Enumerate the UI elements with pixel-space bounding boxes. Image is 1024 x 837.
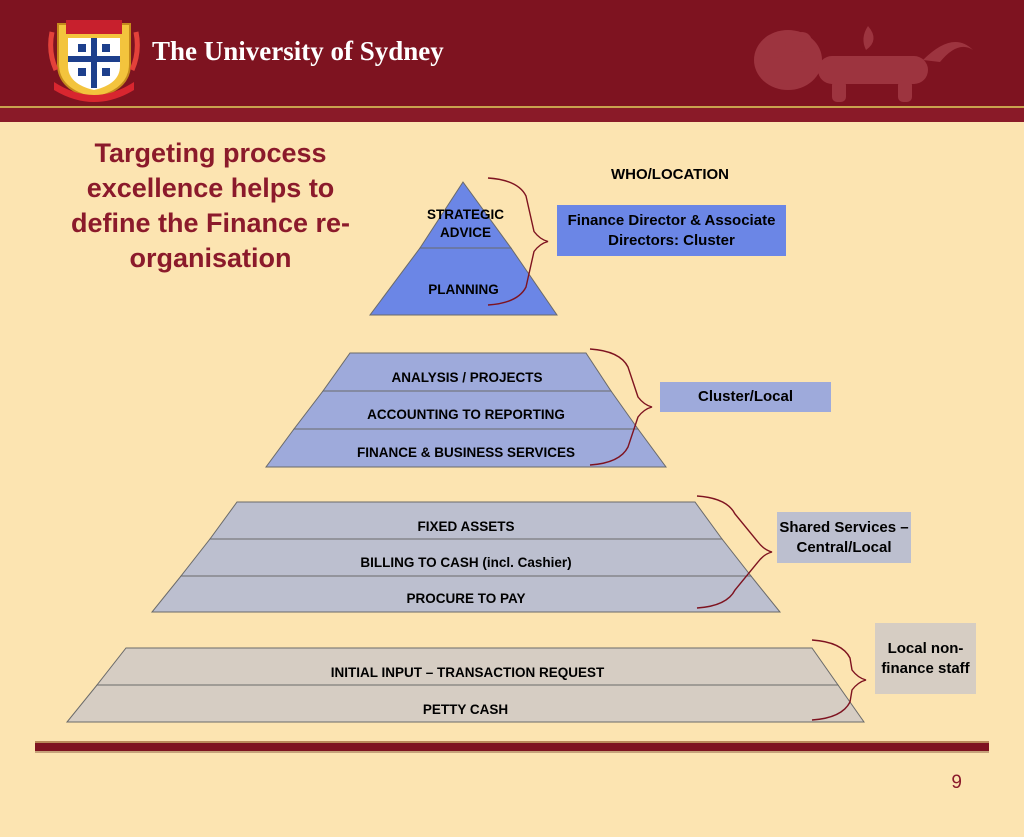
- who-box-finance-directors: Finance Director & Associate Directors: …: [557, 205, 786, 256]
- page-number: 9: [951, 772, 962, 793]
- pyramid-layer-petty-cash: [65, 684, 865, 723]
- footer-bar: [35, 741, 989, 753]
- university-crest-logo: [48, 20, 140, 102]
- pyramid-layer-procure-to-pay: [150, 575, 782, 613]
- header-bar: The University of Sydney: [0, 0, 1024, 122]
- university-name: The University of Sydney: [152, 36, 444, 66]
- layer-label-billing-to-cash-incl-cashier: BILLING TO CASH (incl. Cashier): [360, 555, 571, 570]
- brace-group-2: [589, 348, 653, 466]
- lion-watermark-icon: [754, 26, 973, 102]
- layer-label-procure-to-pay: PROCURE TO PAY: [406, 591, 525, 606]
- layer-label-fixed-assets: FIXED ASSETS: [417, 519, 514, 534]
- layer-label-finance-business-services: FINANCE & BUSINESS SERVICES: [357, 445, 575, 460]
- who-box-local-non-finance: Local non-finance staff: [875, 623, 976, 694]
- layer-label-accounting-to-reporting: ACCOUNTING TO REPORTING: [367, 407, 565, 422]
- who-box-cluster-local: Cluster/Local: [660, 382, 831, 412]
- who-box-shared-services: Shared Services – Central/Local: [777, 512, 911, 563]
- layer-label-planning: PLANNING: [428, 282, 499, 297]
- header-stripe: [0, 106, 1024, 122]
- brace-group-3: [696, 495, 773, 609]
- brace-group-4: [811, 639, 867, 721]
- pyramid-layer-finance-business-services: [265, 428, 667, 468]
- group-braces: [487, 177, 867, 721]
- layer-label-strategic-advice-line2: ADVICE: [440, 225, 491, 240]
- pyramid-layer-planning: [369, 247, 558, 316]
- layer-label-petty-cash: PETTY CASH: [423, 702, 508, 717]
- slide-title: Targeting process excellence helps to de…: [70, 138, 351, 273]
- pyramid-layers: STRATEGIC ADVICE PLANNING ANALYSIS / PROJEC…: [65, 181, 865, 723]
- who-location-header: WHO/LOCATION: [610, 166, 730, 183]
- brace-group-1: [487, 177, 549, 306]
- layer-label-strategic-advice-line1: STRATEGIC: [427, 207, 504, 222]
- layer-label-initial-input-transaction-request: INITIAL INPUT – TRANSACTION REQUEST: [331, 665, 605, 680]
- layer-label-analysis-projects: ANALYSIS / PROJECTS: [391, 370, 542, 385]
